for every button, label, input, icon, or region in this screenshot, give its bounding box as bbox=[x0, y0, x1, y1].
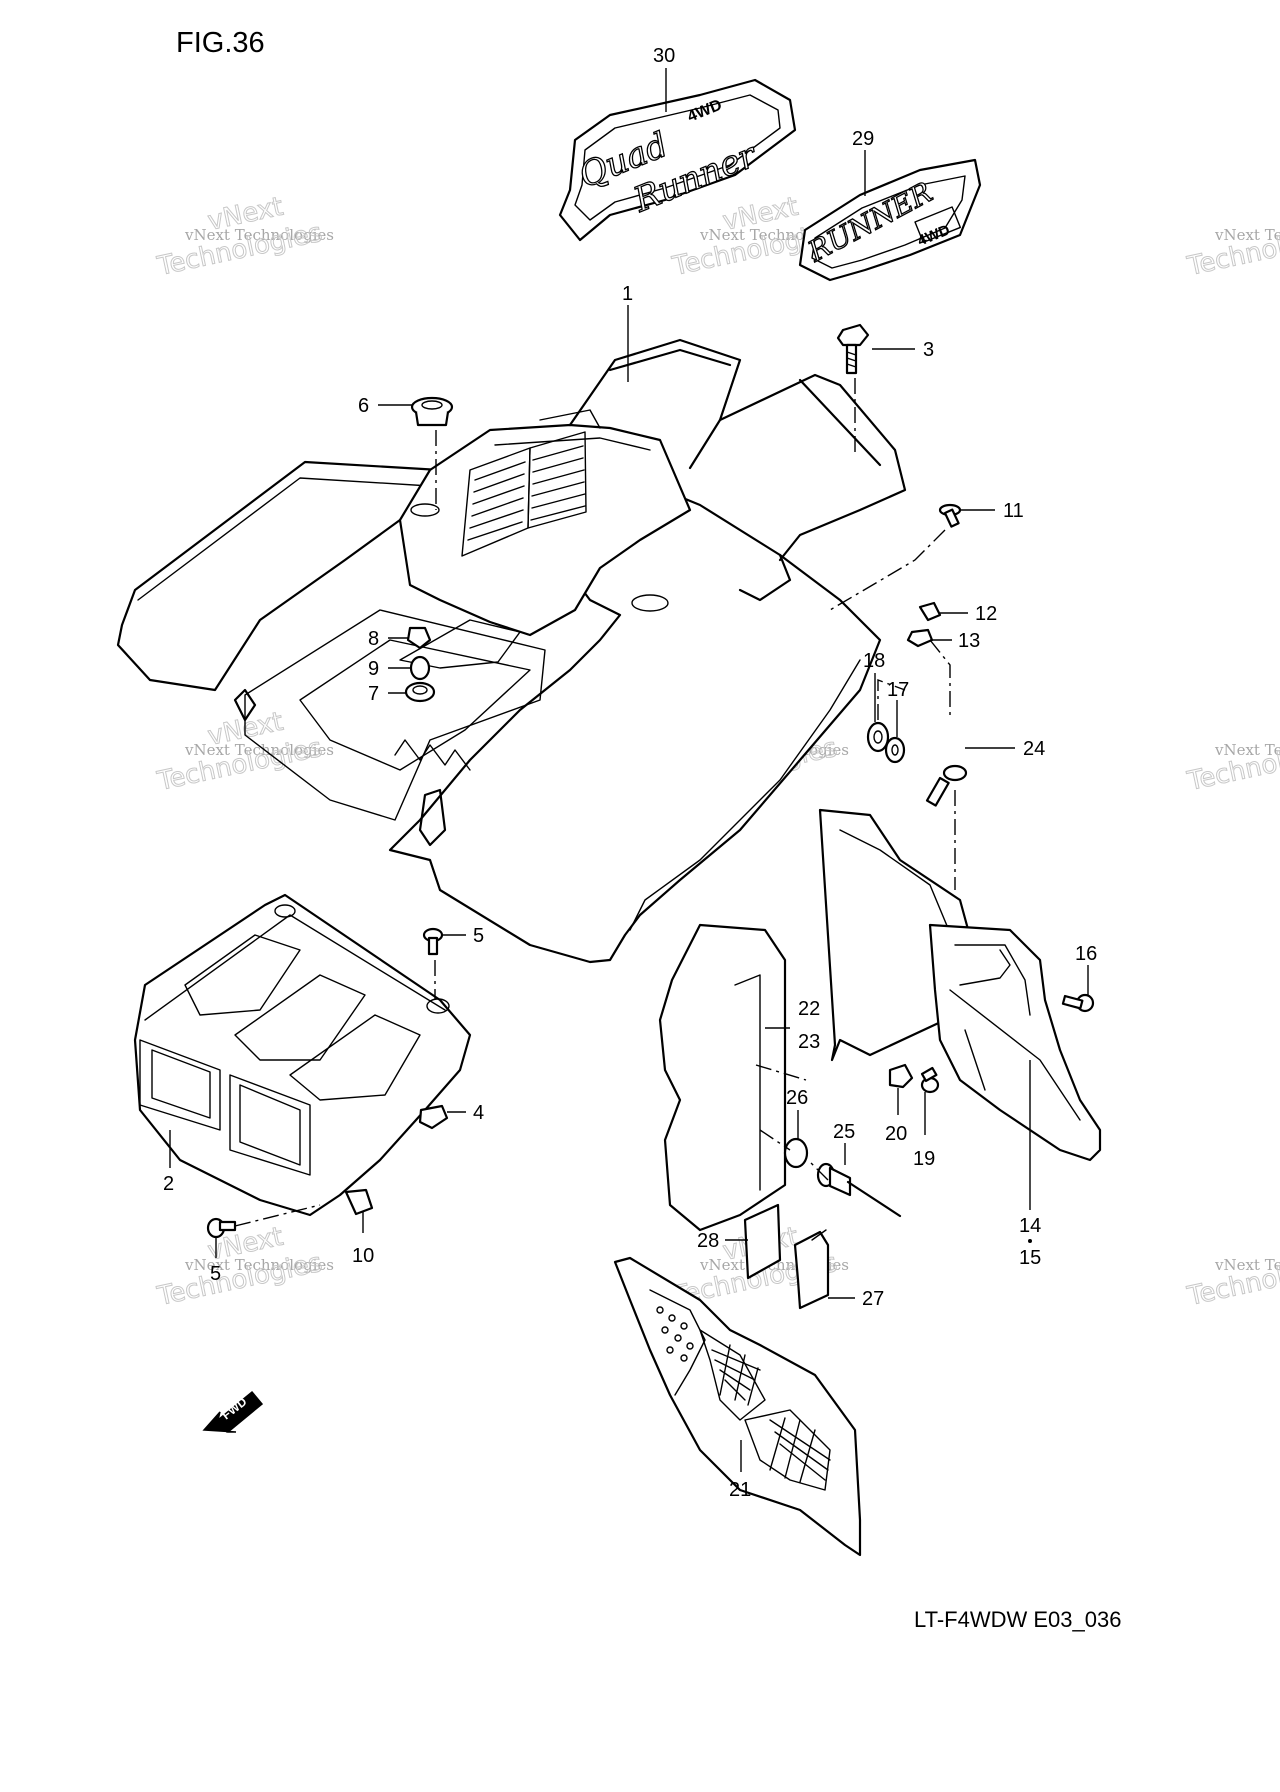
callout-8: 8 bbox=[368, 628, 379, 650]
callout-11: 11 bbox=[1003, 500, 1024, 522]
watermark-edge-3: vNext Technologies Technologies bbox=[1184, 1247, 1280, 1312]
watermark-1: vNext Technologies Technologies vNext bbox=[154, 191, 334, 282]
callout-9: 9 bbox=[368, 658, 379, 680]
mudguard-part-22-23 bbox=[658, 923, 787, 1232]
callout-18: 18 bbox=[863, 650, 885, 672]
callout-28: 28 bbox=[697, 1230, 719, 1252]
clip-part-12 bbox=[918, 601, 942, 622]
svg-text:vNext Technologies: vNext Technologies bbox=[184, 741, 334, 759]
fastener-part-8 bbox=[406, 626, 432, 650]
screw-part-16 bbox=[1061, 993, 1095, 1013]
callout-12: 12 bbox=[975, 603, 997, 625]
fwd-arrow-icon: FWD bbox=[202, 1390, 264, 1433]
callout-16: 16 bbox=[1075, 943, 1097, 965]
callout-1: 1 bbox=[622, 283, 633, 305]
callout-3: 3 bbox=[923, 339, 934, 361]
callout-21: 21 bbox=[729, 1479, 751, 1501]
watermark-edge-2: vNext Technologies Technologies bbox=[1184, 732, 1280, 797]
grommet-part-6 bbox=[410, 396, 454, 427]
watermark-5: vNext Technologies Technologies vNext bbox=[154, 1221, 334, 1312]
bolt-part-24 bbox=[925, 764, 968, 807]
callout-4: 4 bbox=[473, 1102, 484, 1124]
svg-text:vNext Technologies: vNext Technologies bbox=[1214, 741, 1280, 759]
callout-27: 27 bbox=[862, 1288, 884, 1310]
callout-24: 24 bbox=[1023, 738, 1045, 760]
callout-6: 6 bbox=[358, 395, 369, 417]
fastener-part-7 bbox=[404, 681, 436, 703]
watermark-edge-1: vNext Technologies Technologies bbox=[1184, 217, 1280, 282]
callout-10: 10 bbox=[352, 1245, 374, 1267]
nut-part-20 bbox=[888, 1063, 914, 1089]
callout-19: 19 bbox=[913, 1148, 935, 1170]
callout-14: 14 bbox=[1019, 1215, 1041, 1237]
screw-part-19 bbox=[920, 1066, 940, 1094]
screw-part-11 bbox=[938, 503, 962, 528]
grommet-part-26 bbox=[783, 1137, 809, 1169]
callout-13: 13 bbox=[958, 630, 980, 652]
clip-part-4 bbox=[418, 1104, 449, 1130]
callout-7: 7 bbox=[368, 683, 379, 705]
diagram-code: LT-F4WDW E03_036 bbox=[914, 1607, 1121, 1632]
callout-23: 23 bbox=[798, 1031, 820, 1053]
clip-part-10 bbox=[344, 1188, 374, 1216]
bolt-part-3 bbox=[836, 323, 870, 375]
svg-text:vNext Technologies: vNext Technologies bbox=[1214, 226, 1280, 244]
svg-text:vNext Technologies: vNext Technologies bbox=[1214, 1256, 1280, 1274]
washer-part-17 bbox=[884, 736, 906, 764]
callout-22: 22 bbox=[798, 998, 820, 1020]
callout-30: 30 bbox=[653, 45, 675, 67]
svg-text:vNext Technologies: vNext Technologies bbox=[184, 1256, 334, 1274]
callout-14-15-dot bbox=[1028, 1239, 1032, 1243]
callout-20: 20 bbox=[885, 1123, 907, 1145]
callout-29: 29 bbox=[852, 128, 874, 150]
callout-15: 15 bbox=[1019, 1247, 1041, 1269]
nut-part-13 bbox=[906, 628, 934, 648]
callouts: 30 29 1 3 6 11 12 13 18 17 24 8 bbox=[163, 45, 1097, 1501]
footrest-mat-part-21 bbox=[613, 1256, 862, 1557]
screw-part-5-upper bbox=[422, 927, 444, 956]
bracket-part-28 bbox=[743, 1203, 782, 1280]
callout-5-lower: 5 bbox=[210, 1263, 221, 1285]
callout-17: 17 bbox=[887, 679, 909, 701]
decal-part-29: RUNNER 4WD bbox=[798, 158, 982, 282]
side-panel-part-2 bbox=[133, 893, 472, 1217]
callout-2: 2 bbox=[163, 1173, 174, 1195]
callout-26: 26 bbox=[786, 1087, 808, 1109]
splash-guard-part-14-15 bbox=[928, 923, 1102, 1162]
pin-part-25 bbox=[816, 1162, 902, 1218]
callout-25: 25 bbox=[833, 1121, 855, 1143]
rear-fender-part-1 bbox=[116, 338, 907, 964]
collar-part-18 bbox=[866, 721, 890, 753]
fastener-part-9 bbox=[409, 655, 431, 681]
callout-5-upper: 5 bbox=[473, 925, 484, 947]
figure-title: FIG.36 bbox=[176, 27, 265, 59]
bracket-part-27 bbox=[793, 1229, 830, 1310]
svg-text:vNext Technologies: vNext Technologies bbox=[184, 226, 334, 244]
